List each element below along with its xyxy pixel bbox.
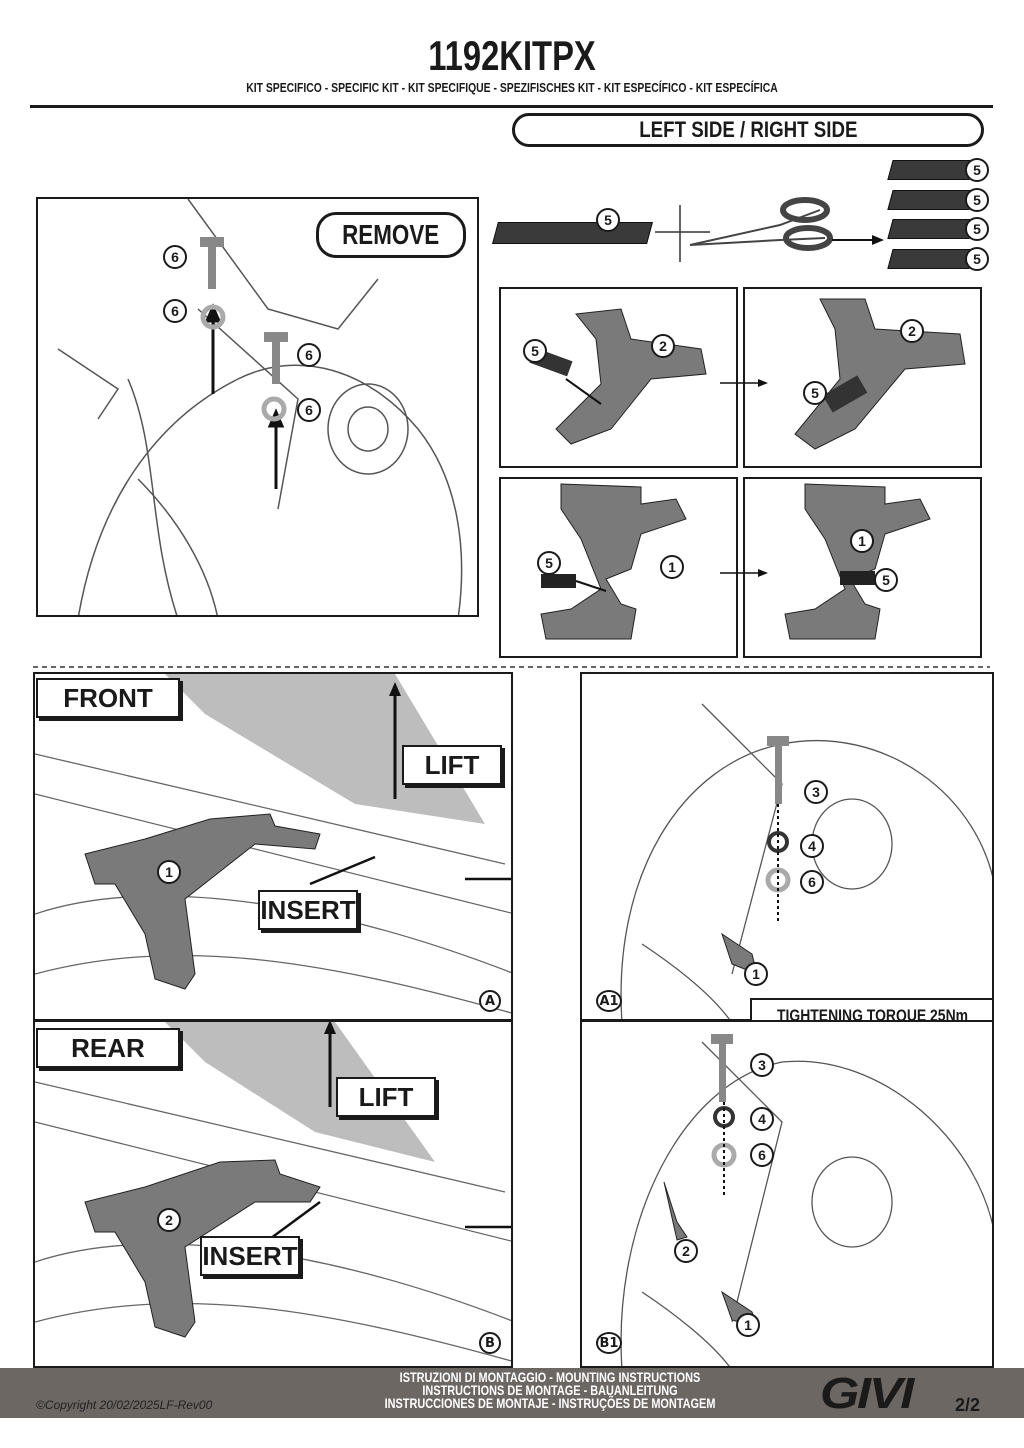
part-badge: 5: [874, 568, 898, 592]
part-badge: 5: [965, 188, 989, 212]
remove-label: REMOVE: [316, 212, 466, 258]
motorcycle-drawing: [57, 199, 463, 615]
part-badge: 1: [660, 555, 684, 579]
part-badge: 2: [900, 319, 924, 343]
panel-letter: B1: [596, 1332, 622, 1354]
part-badge: 6: [800, 870, 824, 894]
part-badge: 6: [750, 1143, 774, 1167]
part-badge: 1: [744, 962, 768, 986]
divider: [30, 105, 993, 108]
part-badge: 3: [804, 780, 828, 804]
part-badge: 5: [523, 339, 547, 363]
part-badge: 1: [850, 529, 874, 553]
footer-line: ISTRUZIONI DI MONTAGGIO - MOUNTING INSTR…: [399, 1369, 701, 1385]
givi-logo: GIVI: [820, 1369, 914, 1418]
page-subtitle: KIT SPECIFICO - SPECIFIC KIT - KIT SPECI…: [246, 80, 778, 95]
footer-line: INSTRUCTIONS DE MONTAGE - BAUANLEITUNG: [422, 1382, 678, 1398]
part-badge: 5: [596, 208, 620, 232]
part-badge: 6: [297, 398, 321, 422]
rear-label: REAR: [36, 1028, 180, 1068]
panel-b: 2 B: [33, 1020, 513, 1368]
part-badge: 5: [965, 217, 989, 241]
page-number: 2/2: [955, 1395, 981, 1415]
part-badge: 2: [674, 1239, 698, 1263]
part-badge: 5: [965, 158, 989, 182]
front-label: FRONT: [36, 678, 180, 718]
part-badge: 2: [157, 1208, 181, 1232]
insert-label: INSERT: [258, 890, 358, 930]
remove-illustration: [36, 197, 479, 617]
footer-instructions: ISTRUZIONI DI MONTAGGIO - MOUNTING INSTR…: [300, 1369, 800, 1411]
insert-label: INSERT: [200, 1236, 300, 1276]
step-panel-2: 2 5: [743, 287, 982, 468]
step-panel-1: 5 2: [499, 287, 738, 468]
lift-label: LIFT: [402, 745, 502, 785]
panel-letter: A1: [596, 990, 622, 1012]
panel-a: 1 A: [33, 672, 513, 1021]
panel-b1: B1 3 4 6 2 1: [580, 1020, 994, 1368]
part-badge: 6: [163, 245, 187, 269]
part-badge: 5: [965, 247, 989, 271]
remove-label-text: REMOVE: [342, 219, 440, 250]
panel-letter: B: [479, 1332, 501, 1354]
step-panel-4: 1 5: [743, 477, 982, 658]
panel-a1: A1 3 4 6 1: [580, 672, 994, 1021]
part-badge: 1: [157, 860, 181, 884]
lift-label: LIFT: [336, 1077, 436, 1117]
part-badge: 4: [800, 834, 824, 858]
part-badge: 3: [750, 1053, 774, 1077]
side-label: LEFT SIDE / RIGHT SIDE: [512, 113, 984, 147]
scissors-icon: [655, 197, 884, 262]
panel-letter: A: [479, 990, 501, 1012]
part-badge: 1: [736, 1313, 760, 1337]
page-title: 1192KITPX: [428, 32, 596, 79]
copyright: ©Copyright 20/02/2025LF-Rev00: [36, 1398, 213, 1412]
part-badge: 4: [750, 1107, 774, 1131]
step-arrows: [33, 379, 990, 668]
step-panel-3: 5 1: [499, 477, 738, 658]
side-label-text: LEFT SIDE / RIGHT SIDE: [638, 117, 858, 142]
part-badge: 6: [163, 299, 187, 323]
part-badge: 2: [651, 334, 675, 358]
footer-band: [0, 1368, 1024, 1418]
part-badge: 6: [297, 343, 321, 367]
part-badge: 5: [803, 381, 827, 405]
part-badge: 5: [537, 551, 561, 575]
footer-line: INSTRUCCIONES DE MONTAJE - INSTRUÇÕES DE…: [384, 1395, 716, 1411]
